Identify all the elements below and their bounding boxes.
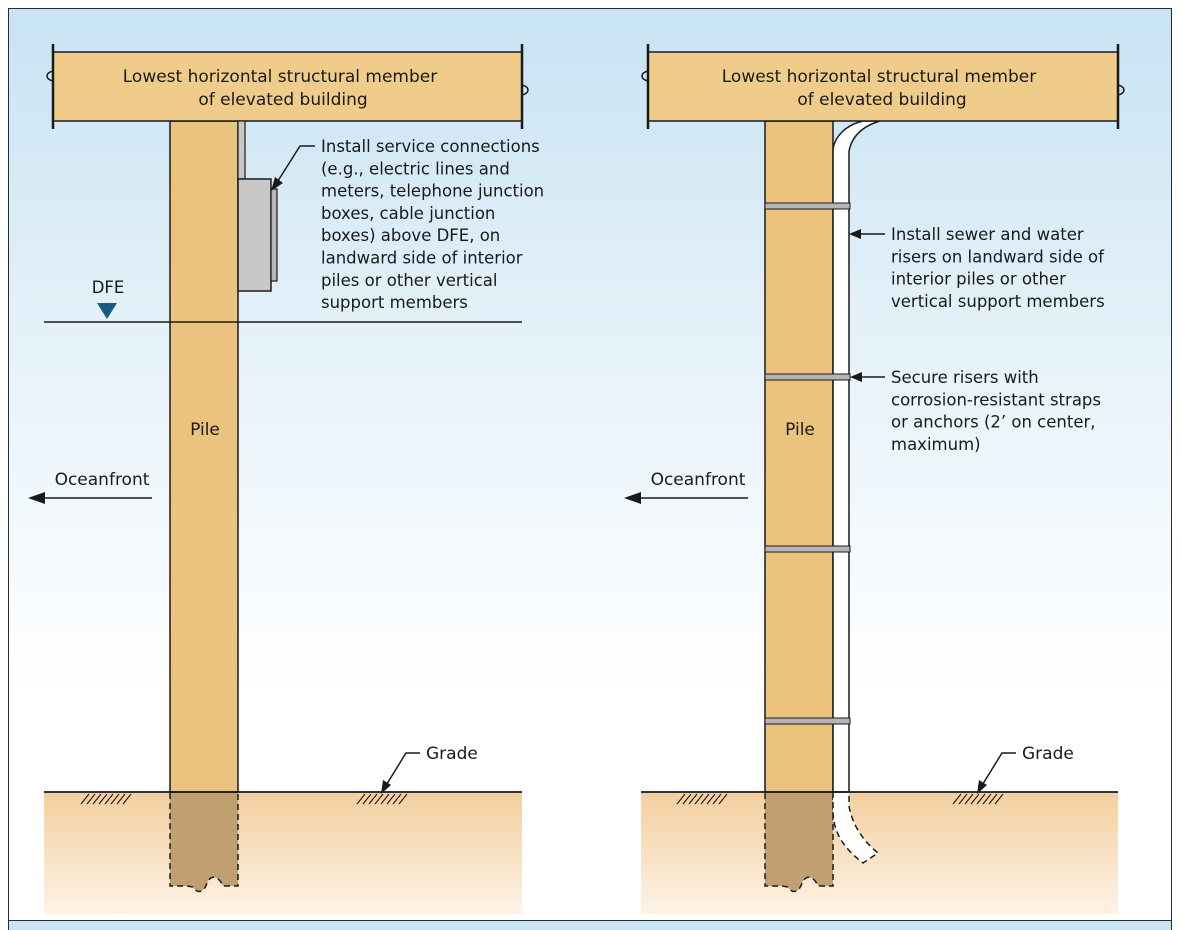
ground-hatch-icon — [676, 793, 728, 805]
left-grade-label: Grade — [426, 744, 478, 764]
arrow-left-icon — [624, 492, 748, 504]
left-pile-buried — [169, 791, 239, 893]
right-grade-label: Grade — [1022, 744, 1074, 764]
leader-arrow-icon — [849, 229, 885, 239]
right-pile-label: Pile — [785, 420, 815, 440]
riser-strap — [764, 202, 851, 210]
left-beam — [46, 44, 529, 129]
riser-pipe — [832, 120, 881, 793]
service-conduit — [237, 120, 246, 180]
riser-strap — [764, 373, 851, 381]
ground-hatch-icon — [952, 793, 1004, 805]
left-oceanfront-label: Oceanfront — [55, 470, 150, 490]
left-soil — [44, 792, 522, 914]
riser-note: Install sewer and water risers on landwa… — [891, 225, 1109, 311]
left-beam-line1: Lowest horizontal structural member — [123, 67, 437, 87]
right-beam-line2: of elevated building — [797, 90, 966, 110]
right-pile — [764, 120, 834, 793]
right-soil — [641, 792, 1118, 914]
buried-riser — [832, 792, 880, 864]
right-pile-buried — [764, 791, 834, 893]
pile-service-diagram: Lowest horizontal structural member of e… — [28, 44, 1125, 914]
right-beam-line1: Lowest horizontal structural member — [722, 67, 1036, 87]
left-beam-line2: of elevated building — [198, 90, 367, 110]
ground-hatch-icon — [80, 793, 132, 805]
right-panel: Lowest horizontal structural member of e… — [624, 44, 1125, 914]
right-beam — [641, 44, 1125, 129]
riser-strap — [764, 717, 851, 725]
arrow-left-icon — [28, 492, 152, 504]
riser-strap — [764, 545, 851, 553]
dfe-label: DFE — [92, 278, 125, 297]
meter-box — [237, 178, 272, 292]
leader-arrow-icon — [271, 145, 315, 191]
left-panel: Lowest horizontal structural member of e… — [28, 44, 549, 914]
leader-arrow-icon — [977, 752, 1016, 794]
diagram-frame: Lowest horizontal structural member of e… — [8, 8, 1172, 921]
dfe-triangle-icon — [97, 303, 117, 319]
left-pile — [169, 120, 239, 793]
right-oceanfront-label: Oceanfront — [651, 470, 746, 490]
leader-arrow-icon — [381, 752, 420, 794]
service-note: Install service connections (e.g., elect… — [321, 137, 549, 312]
leader-arrow-icon — [850, 372, 885, 382]
bottom-border-strip — [8, 921, 1172, 930]
ground-hatch-icon — [356, 793, 408, 805]
meter-box-cover — [270, 188, 278, 282]
strap-note: Secure risers with corrosion-resistant s… — [891, 368, 1106, 454]
left-pile-label: Pile — [190, 420, 220, 440]
